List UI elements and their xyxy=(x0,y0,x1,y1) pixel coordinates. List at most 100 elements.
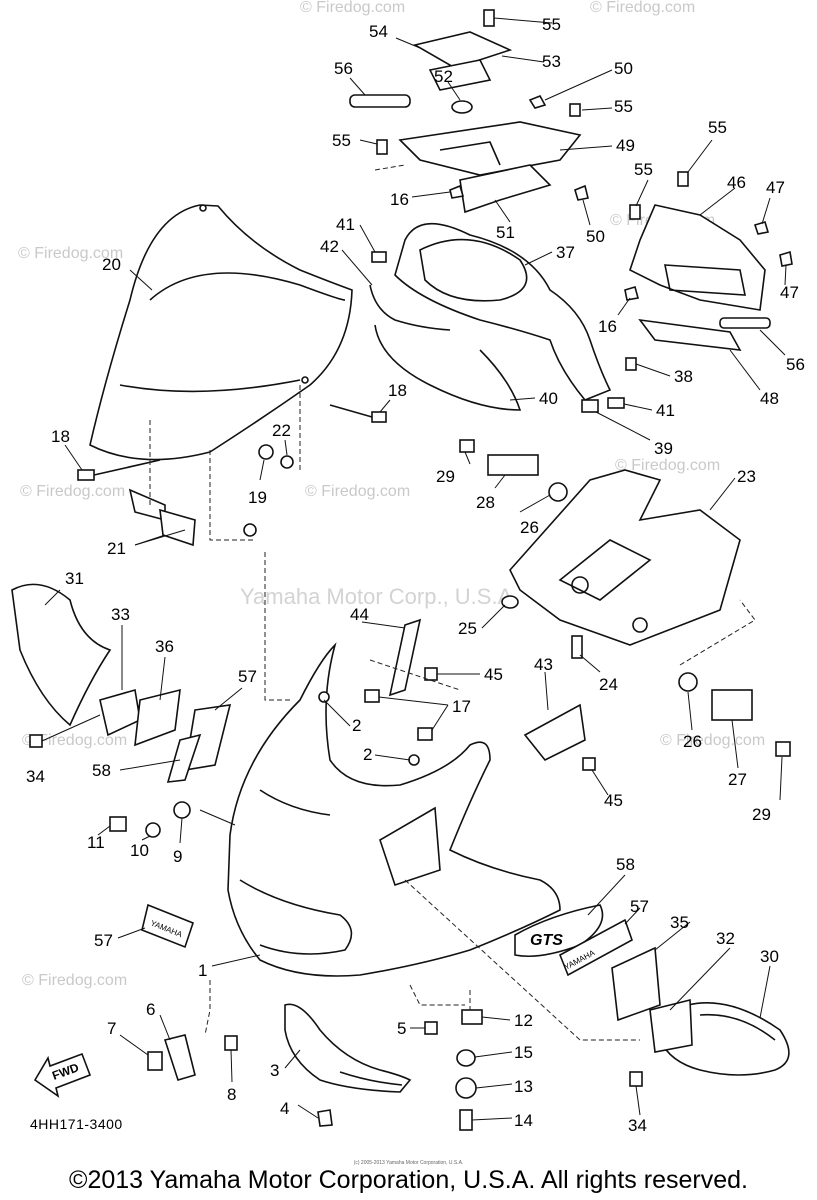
callout-9: 9 xyxy=(173,847,182,866)
screw-29-top xyxy=(459,439,475,453)
watermark: © Firedog.com xyxy=(22,732,127,749)
screw-55-top xyxy=(483,9,495,27)
bracket-6 xyxy=(163,1034,196,1081)
callout-53: 53 xyxy=(542,52,561,71)
clip-41-right xyxy=(607,397,625,409)
screw-5 xyxy=(424,1021,438,1035)
panel-31 xyxy=(11,583,112,727)
meter-panel-49 xyxy=(398,121,582,176)
callout-10: 10 xyxy=(130,841,149,860)
clip-50-right xyxy=(574,184,589,201)
clip-47-right xyxy=(779,250,793,267)
screw-18-left xyxy=(77,459,161,481)
copyright-notice: ©2013 Yamaha Motor Corporation, U.S.A. A… xyxy=(69,1166,748,1194)
cover-46 xyxy=(629,204,766,311)
stay-23 xyxy=(509,469,741,646)
callout-13: 13 xyxy=(514,1077,533,1096)
callout-5: 5 xyxy=(397,1019,406,1038)
callout-52: 52 xyxy=(434,67,453,86)
callout-40: 40 xyxy=(539,389,558,408)
grommet-25 xyxy=(501,595,519,609)
screw-2-bottom xyxy=(408,754,420,766)
callout-57: 57 xyxy=(238,667,257,686)
callout-1: 1 xyxy=(198,961,207,980)
bolt-14 xyxy=(459,1109,473,1131)
callout-29: 29 xyxy=(436,467,455,486)
screw-8 xyxy=(224,1035,238,1051)
callout-6: 6 xyxy=(146,1000,155,1019)
windscreen xyxy=(89,204,353,461)
callout-2: 2 xyxy=(352,716,361,735)
callout-22: 22 xyxy=(272,421,291,440)
callout-24: 24 xyxy=(599,675,618,694)
callout-21: 21 xyxy=(107,539,126,558)
diagram-code: 4HH171-3400 xyxy=(30,1116,123,1132)
tiny-credit: (c) 2005-2013 Yamaha Motor Corporation, … xyxy=(353,1160,464,1166)
callout-48: 48 xyxy=(760,389,779,408)
callout-57: 57 xyxy=(630,897,649,916)
screw-45-bottom xyxy=(582,757,596,771)
mirror-base-32 xyxy=(649,998,693,1053)
strip-58-left xyxy=(166,733,202,783)
nut-16-right xyxy=(624,285,640,301)
callout-26: 26 xyxy=(520,518,539,537)
molding-40 xyxy=(374,324,522,411)
bracket-33 xyxy=(99,688,141,737)
callout-54: 54 xyxy=(369,22,388,41)
screw-18-right xyxy=(329,404,387,423)
callout-31: 31 xyxy=(65,569,84,588)
decal-57-left: YAMAHA xyxy=(141,903,194,949)
nut-17-top xyxy=(364,689,380,703)
callout-36: 36 xyxy=(155,637,174,656)
watermark-center: Yamaha Motor Corp., U.S.A. xyxy=(240,584,518,609)
callout-55: 55 xyxy=(332,131,351,150)
damper-56-top xyxy=(349,94,411,108)
callout-3: 3 xyxy=(270,1061,279,1080)
callout-49: 49 xyxy=(616,136,635,155)
watermark: © Firedog.com xyxy=(660,732,765,749)
callout-56: 56 xyxy=(786,355,805,374)
callout-4: 4 xyxy=(280,1099,289,1118)
callout-19: 19 xyxy=(248,488,267,507)
screw-55-right xyxy=(629,204,641,220)
mirror-stay-35 xyxy=(611,946,661,1022)
callout-14: 14 xyxy=(514,1111,533,1130)
watermark: © Firedog.com xyxy=(20,483,125,500)
clip-4 xyxy=(317,1109,333,1127)
stay-36 xyxy=(134,688,181,747)
watermark: © Firedog.com xyxy=(305,483,410,500)
callout-50: 50 xyxy=(614,59,633,78)
watermark: © Firedog.com xyxy=(590,0,695,16)
callout-55: 55 xyxy=(542,15,561,34)
mirror-30 xyxy=(659,1002,790,1076)
bolt-24 xyxy=(571,635,583,659)
callout-39: 39 xyxy=(654,439,673,458)
fwd-arrow-icon: FWD xyxy=(33,1052,92,1098)
screw-34-bottom xyxy=(629,1071,643,1087)
damper-56-right xyxy=(719,317,771,329)
callout-7: 7 xyxy=(107,1019,116,1038)
watermark: © Firedog.com xyxy=(300,0,405,16)
callout-labels: 1 2 2 3 4 5 6 7 8 9 10 11 12 13 14 15 16… xyxy=(26,15,805,1135)
callout-33: 33 xyxy=(111,605,130,624)
under-cover-3 xyxy=(284,1003,412,1093)
callout-12: 12 xyxy=(514,1011,533,1030)
callout-41: 41 xyxy=(336,215,355,234)
callout-38: 38 xyxy=(674,367,693,386)
callout-42: 42 xyxy=(320,237,339,256)
grommet-19 xyxy=(258,444,274,460)
bracket-51 xyxy=(459,164,552,214)
inner-panel-37 xyxy=(394,222,612,401)
callout-25: 25 xyxy=(458,619,477,638)
callout-30: 30 xyxy=(760,947,779,966)
clip-41-left xyxy=(371,251,387,263)
stay-44 xyxy=(388,618,422,697)
watermarks: © Firedog.com © Firedog.com © Firedog.co… xyxy=(18,0,765,989)
collar-19 xyxy=(243,523,257,537)
damper-39 xyxy=(581,399,599,413)
svg-text:GTS: GTS xyxy=(530,932,563,949)
leader-lines xyxy=(44,17,787,1121)
exploded-parts-diagram: © Firedog.com © Firedog.com © Firedog.co… xyxy=(11,0,805,1135)
molding-42 xyxy=(369,284,451,331)
